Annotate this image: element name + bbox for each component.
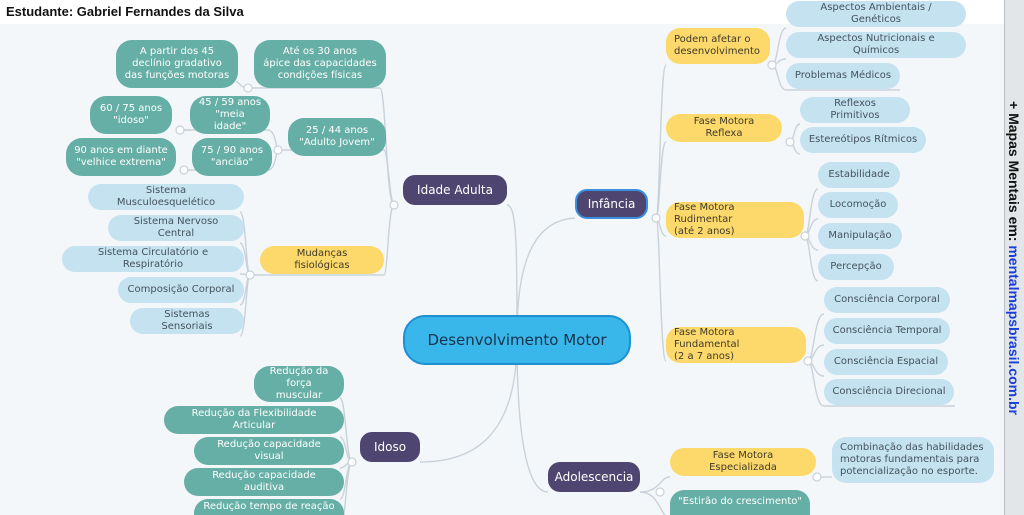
node-manipulacao[interactable]: Manipulação bbox=[818, 223, 902, 249]
connector-dot bbox=[273, 145, 283, 155]
node-velhice-extrema[interactable]: 90 anos em diante "velhice extrema" bbox=[66, 138, 176, 176]
node-consciencia-direcional[interactable]: Consciência Direcional bbox=[824, 379, 954, 405]
node-adulto-jovem[interactable]: 25 / 44 anos "Adulto Jovem" bbox=[288, 118, 386, 156]
connector-dot bbox=[655, 487, 665, 497]
node-problemas-medicos[interactable]: Problemas Médicos bbox=[786, 63, 900, 89]
node-meia-idade[interactable]: 45 / 59 anos "meia idade" bbox=[190, 96, 270, 134]
sidebar-url-link[interactable]: mentalmapsbrasil.com.br bbox=[1006, 245, 1022, 415]
node-fase-especializada[interactable]: Fase Motora Especializada bbox=[670, 448, 816, 476]
node-composicao-corporal[interactable]: Composição Corporal bbox=[118, 277, 244, 303]
sidebar-prefix: + Mapas Mentais em: bbox=[1006, 101, 1022, 246]
sidebar-text: + Mapas Mentais em: mentalmapsbrasil.com… bbox=[1006, 101, 1022, 415]
node-combinacao-habilidades[interactable]: Combinação das habilidades motoras funda… bbox=[832, 437, 994, 483]
branch-idoso[interactable]: Idoso bbox=[360, 432, 420, 462]
node-fase-rudimentar[interactable]: Fase Motora Rudimentar (até 2 anos) bbox=[666, 202, 804, 238]
connector-dot bbox=[803, 356, 813, 366]
connector-dot bbox=[651, 213, 661, 223]
branch-infancia[interactable]: Infância bbox=[575, 189, 648, 219]
connector-dot bbox=[179, 165, 189, 175]
node-consciencia-corporal[interactable]: Consciência Corporal bbox=[824, 287, 950, 313]
node-podem-afetar[interactable]: Podem afetar o desenvolvimento bbox=[666, 28, 770, 64]
node-ate-30-anos[interactable]: Até os 30 anos ápice das capacidades con… bbox=[254, 40, 386, 88]
link-adolescencia-items bbox=[639, 476, 671, 515]
link-center-adolescencia bbox=[516, 339, 549, 493]
node-consciencia-temporal[interactable]: Consciência Temporal bbox=[824, 318, 950, 344]
link-rudimentar-items bbox=[804, 188, 819, 282]
connector-dot bbox=[785, 137, 795, 147]
link-idoso-items bbox=[339, 397, 353, 515]
node-reducao-auditiva[interactable]: Redução capacidade auditiva bbox=[184, 468, 344, 496]
link-center-idade-adulta bbox=[506, 204, 518, 336]
node-estirao-crescimento[interactable]: "Estirão do crescimento" bbox=[670, 490, 810, 515]
node-reducao-tempo-reacao[interactable]: Redução tempo de reação bbox=[194, 499, 344, 515]
connector-dot bbox=[389, 200, 399, 210]
link-center-infancia bbox=[516, 217, 576, 336]
node-mudancas-fisiologicas[interactable]: Mudanças fisiológicas bbox=[260, 246, 384, 274]
node-sistema-musculo[interactable]: Sistema Musculoesquelético bbox=[88, 184, 244, 210]
node-sistema-circulatorio[interactable]: Sistema Circulatório e Respiratório bbox=[62, 246, 244, 272]
connector-dot bbox=[347, 457, 357, 467]
node-estereotipos-ritmicos[interactable]: Estereótipos Rítmicos bbox=[800, 127, 926, 153]
node-reducao-visual[interactable]: Redução capacidade visual bbox=[194, 437, 344, 465]
connector-dot bbox=[767, 60, 777, 70]
node-aspectos-ambientais[interactable]: Aspectos Ambientais / Genéticos bbox=[786, 1, 966, 27]
node-idoso-60-75[interactable]: 60 / 75 anos "idoso" bbox=[90, 96, 172, 134]
node-percepcao[interactable]: Percepção bbox=[818, 254, 894, 280]
node-estabilidade[interactable]: Estabilidade bbox=[818, 162, 900, 188]
node-locomocao[interactable]: Locomoção bbox=[818, 192, 898, 218]
student-name: Estudante: Gabriel Fernandes da Silva bbox=[6, 4, 244, 19]
node-fase-fundamental[interactable]: Fase Motora Fundamental (2 a 7 anos) bbox=[666, 327, 806, 363]
branch-idade-adulta[interactable]: Idade Adulta bbox=[403, 175, 507, 205]
connector-dot bbox=[243, 83, 253, 93]
center-node[interactable]: Desenvolvimento Motor bbox=[403, 315, 631, 365]
node-aspectos-nutricionais[interactable]: Aspectos Nutricionais e Químicos bbox=[786, 32, 966, 58]
node-sistema-nervoso[interactable]: Sistema Nervoso Central bbox=[108, 215, 244, 241]
sidebar-banner bbox=[1004, 0, 1024, 515]
link-fundamental-items bbox=[807, 313, 955, 407]
node-consciencia-espacial[interactable]: Consciência Espacial bbox=[824, 349, 948, 375]
connector-dot bbox=[175, 125, 185, 135]
connector-dot bbox=[800, 231, 810, 241]
branch-adolescencia[interactable]: Adolescencia bbox=[548, 462, 640, 492]
node-reducao-flexibilidade[interactable]: Redução da Flexibilidade Articular bbox=[164, 406, 344, 434]
connector-dot bbox=[812, 472, 822, 482]
link-adulta-jovem bbox=[278, 149, 395, 206]
node-reducao-forca[interactable]: Redução da força muscular bbox=[254, 366, 344, 402]
connector-dot bbox=[245, 270, 255, 280]
node-fase-reflexa[interactable]: Fase Motora Reflexa bbox=[666, 114, 782, 142]
node-sistemas-sensoriais[interactable]: Sistemas Sensoriais bbox=[130, 308, 244, 334]
link-center-idoso bbox=[419, 339, 518, 463]
node-reflexos-primitivos[interactable]: Reflexos Primitivos bbox=[800, 97, 910, 123]
link-infancia-podem bbox=[655, 64, 667, 362]
node-a-partir-45[interactable]: A partir dos 45 declínio gradativo das f… bbox=[116, 40, 238, 88]
node-anciao[interactable]: 75 / 90 anos "ancião" bbox=[192, 138, 272, 176]
